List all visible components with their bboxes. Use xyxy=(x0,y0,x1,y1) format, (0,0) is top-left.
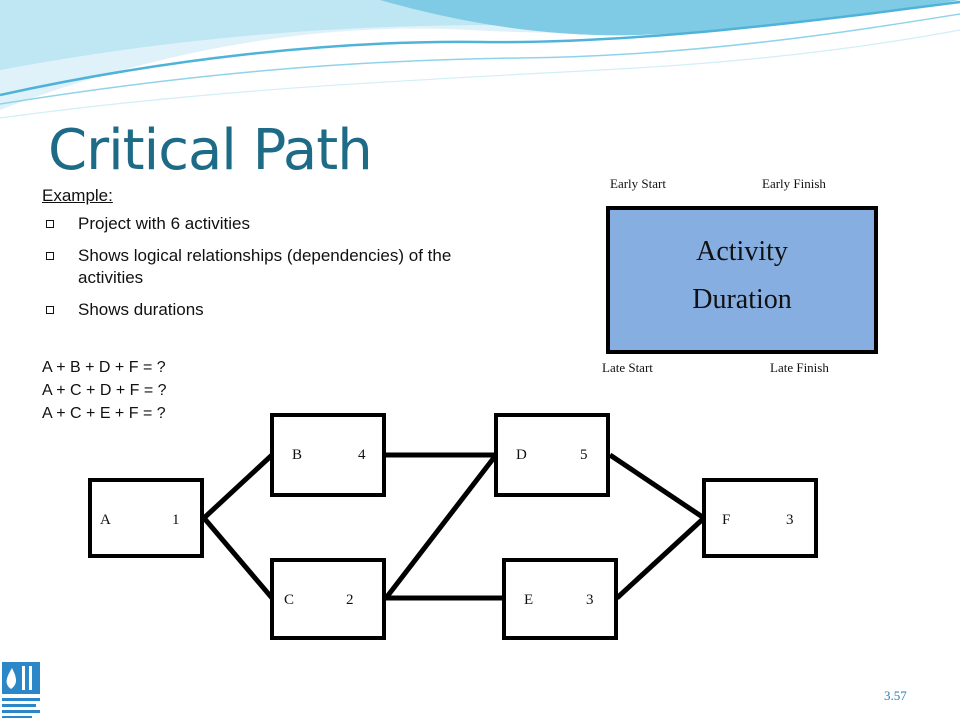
activity-duration: 4 xyxy=(358,447,366,463)
legend-activity-label: Activity xyxy=(696,236,788,267)
bullet-text: Shows logical relationships (dependencie… xyxy=(78,246,452,287)
bullet-item: Shows durations xyxy=(42,299,512,321)
equation-line: A + C + D + F = ? xyxy=(42,382,167,399)
activity-node-e: E 3 xyxy=(502,558,618,640)
legend-late-finish: Late Finish xyxy=(770,360,829,375)
activity-duration: 1 xyxy=(172,512,180,528)
legend-early-start: Early Start xyxy=(610,176,666,191)
activity-name: B xyxy=(292,447,303,463)
bullet-list: Project with 6 activities Shows logical … xyxy=(42,213,512,331)
activity-name: C xyxy=(284,592,295,608)
activity-name: F xyxy=(722,512,731,528)
activity-node-d: D 5 xyxy=(494,413,610,497)
page-number: 3.57 xyxy=(884,688,907,703)
equation-line: A + C + E + F = ? xyxy=(42,405,166,422)
equation-line: A + B + D + F = ? xyxy=(42,359,166,376)
activity-duration: 3 xyxy=(586,592,594,608)
activity-name: A xyxy=(100,512,111,528)
activity-node-a: A 1 xyxy=(88,478,204,558)
activity-duration: 5 xyxy=(580,447,588,463)
bullet-item: Project with 6 activities xyxy=(42,213,512,235)
activity-duration: 2 xyxy=(346,592,354,608)
example-heading: Example: xyxy=(42,186,113,205)
legend-duration-label: Duration xyxy=(692,284,792,315)
activity-duration: 3 xyxy=(786,512,794,528)
header-wave-decoration xyxy=(0,0,960,119)
activity-node-f: F 3 xyxy=(702,478,818,558)
bullet-text: Shows durations xyxy=(78,300,204,319)
activity-node-c: C 2 xyxy=(270,558,386,640)
diagnostic-laboratory-logo-icon xyxy=(2,662,40,718)
checkbox-bullet-icon xyxy=(46,220,54,228)
legend-late-start: Late Start xyxy=(602,360,653,375)
legend-early-finish: Early Finish xyxy=(762,176,826,191)
activity-name: E xyxy=(524,592,534,608)
bullet-text: Project with 6 activities xyxy=(78,214,250,233)
checkbox-bullet-icon xyxy=(46,306,54,314)
bullet-item: Shows logical relationships (dependencie… xyxy=(42,245,512,289)
edge-e-f xyxy=(615,516,706,600)
activity-name: D xyxy=(516,447,527,463)
edge-a-b xyxy=(202,453,274,520)
edge-c-d xyxy=(384,453,498,600)
edge-d-f xyxy=(608,452,706,521)
edge-a-c xyxy=(202,516,274,600)
slide-title: Critical Path xyxy=(48,118,373,183)
path-equations: A + B + D + F = ? A + C + D + F = ? A + … xyxy=(42,356,167,425)
checkbox-bullet-icon xyxy=(46,252,54,260)
legend-activity-box: Activity Duration xyxy=(606,206,878,354)
activity-node-b: B 4 xyxy=(270,413,386,497)
